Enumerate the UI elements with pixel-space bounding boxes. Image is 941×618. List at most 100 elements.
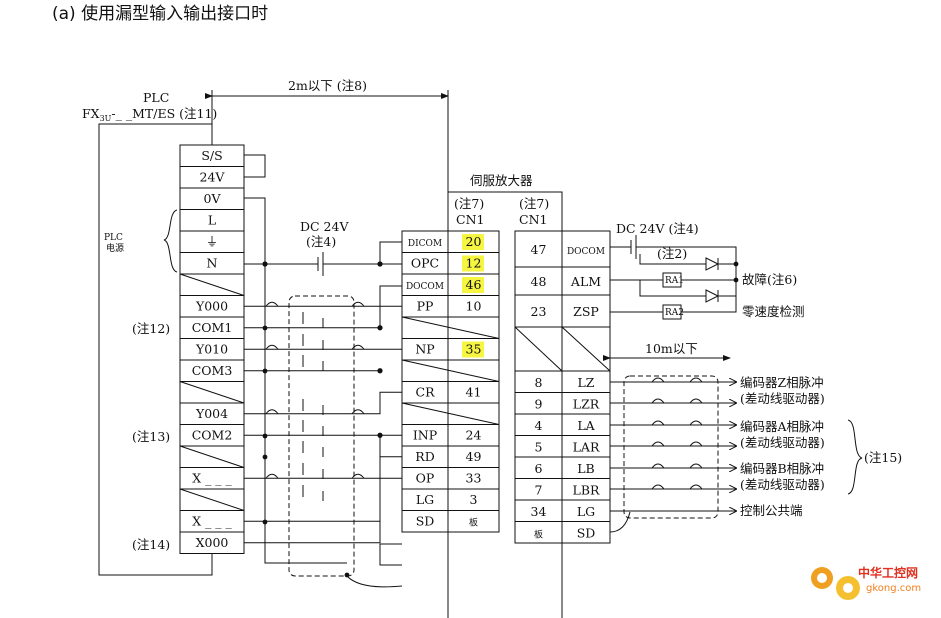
plc-terminal-label: X000 [196, 535, 229, 550]
plc-terminal-label: COM3 [192, 363, 233, 378]
amp-pin-cell [447, 402, 500, 425]
common-label: 控制公共端 [740, 503, 803, 518]
amp-pin-number: 33 [466, 471, 482, 486]
cn1-right: CN1 [519, 212, 547, 227]
wire-twist [265, 344, 279, 350]
wire-twist [689, 441, 703, 447]
plc-terminal-label: X _ _ _ [192, 471, 232, 486]
amp-signal-name: LA [577, 418, 595, 433]
pin-highlight [462, 277, 484, 293]
wire-twist [265, 301, 279, 307]
fault-label: 故障(注6) [742, 272, 797, 287]
wire-twist [265, 409, 279, 415]
plc-terminal-label: S/S [201, 148, 222, 163]
amp-pin-number: 34 [531, 504, 547, 519]
amp-signal-name: INP [413, 428, 437, 443]
ra1-label: RA1 [665, 276, 684, 286]
amp-pin-number: 23 [531, 304, 547, 319]
cn1-note-left: (注7) [454, 196, 484, 211]
amp-signal-name: CR [416, 385, 436, 400]
amp-pin-number: 7 [535, 482, 543, 497]
plc-terminal-label: Y010 [195, 342, 228, 357]
plc-terminal-label: COM1 [192, 320, 233, 335]
enc-b-label: 编码器B相脉冲 [740, 461, 824, 476]
shield-right [623, 375, 719, 519]
cell-diagonal [514, 326, 563, 372]
amp-signal-name: LZR [573, 396, 600, 411]
enc-b-diff: (差动线驱动器) [740, 477, 825, 492]
amp-pin-number: 48 [531, 274, 547, 289]
cell-diagonal [561, 326, 611, 372]
amp-pin-number: 5 [535, 439, 543, 454]
enc-z-diff: (差动线驱动器) [740, 391, 825, 406]
terminal-diagonal [179, 445, 245, 468]
signal-wire [244, 391, 402, 415]
wire-twist [351, 473, 365, 479]
amp-signal-name: SD [416, 514, 435, 529]
dc24v-left-note: (注4) [306, 234, 336, 249]
wire-twist [651, 377, 665, 383]
signal-wires [244, 301, 402, 578]
plc-terminal-label: L [208, 213, 216, 228]
distance-10m-label: 10m以下 [645, 341, 698, 356]
plc-terminal-label: Y004 [195, 406, 228, 421]
terminal-diagonal [179, 273, 245, 296]
shield-left [288, 295, 355, 577]
plc-terminal-label: ⏚ [206, 234, 219, 249]
cn1-left: CN1 [456, 212, 484, 227]
amp-signal-cell [401, 316, 449, 339]
zero-speed-label: 零速度检测 [742, 304, 805, 319]
amp-pin-cell [447, 510, 500, 533]
wire-twist [651, 398, 665, 404]
wire-twist [689, 398, 703, 404]
cell-diagonal [401, 359, 500, 382]
encoder-wires [610, 377, 736, 511]
amp-signal-name: PP [417, 299, 434, 314]
watermark-url: gkong.com [866, 583, 921, 594]
amp-signal-name: LG [416, 492, 434, 507]
wire-twist [689, 484, 703, 490]
amp-pin-number: 20 [466, 234, 482, 249]
wire-twist [651, 441, 665, 447]
wire-twist [689, 377, 703, 383]
amp-signal-name: OP [416, 471, 435, 486]
pin-highlight [462, 255, 484, 272]
plc-terminal-label: Y000 [195, 299, 228, 314]
amp-pin-number: 47 [531, 242, 547, 257]
amp-signal-name: LG [577, 504, 595, 519]
plc-power-text-2: 电源 [106, 242, 124, 254]
signal-wire [244, 477, 402, 544]
amp-pin-number: 板 [469, 517, 478, 529]
plc-terminal-label: 0V [204, 191, 222, 206]
amp-signal-name: LZ [578, 375, 595, 390]
encoder-brace [847, 419, 863, 495]
junction-dot [377, 325, 383, 331]
note-15: (注15) [864, 450, 902, 465]
wire-twist [651, 484, 665, 490]
plc-terminal-label: 24V [200, 170, 226, 185]
amp-pin-number: 41 [466, 385, 482, 400]
amp-signal-name: DICOM [408, 239, 442, 249]
amp-pin-number: 12 [466, 256, 482, 271]
amp-signal-name: OPC [411, 256, 439, 271]
amp-signal-name: SD [577, 525, 596, 540]
amp-signal-name: RD [415, 449, 434, 464]
cn1-note-right: (注7) [519, 196, 549, 211]
amp-signal-name: ZSP [573, 304, 599, 319]
wire-twist [265, 473, 279, 479]
amp-signal-name: NP [415, 342, 434, 357]
amp-signal-cell [561, 294, 611, 328]
note-2: (注2) [657, 246, 687, 261]
amp-pin-number: 4 [535, 418, 543, 433]
ra2-label: RA2 [665, 308, 684, 318]
junction-dot [262, 368, 268, 374]
amp-pin-cell [447, 316, 500, 339]
amp-pin-number: 49 [466, 449, 482, 464]
amp-pin-number: 10 [466, 299, 482, 314]
dc24v-left-label: DC 24V [300, 219, 349, 234]
note-13: (注13) [132, 429, 170, 444]
pin-highlight [462, 341, 484, 358]
amp-signal-cell [401, 402, 449, 425]
